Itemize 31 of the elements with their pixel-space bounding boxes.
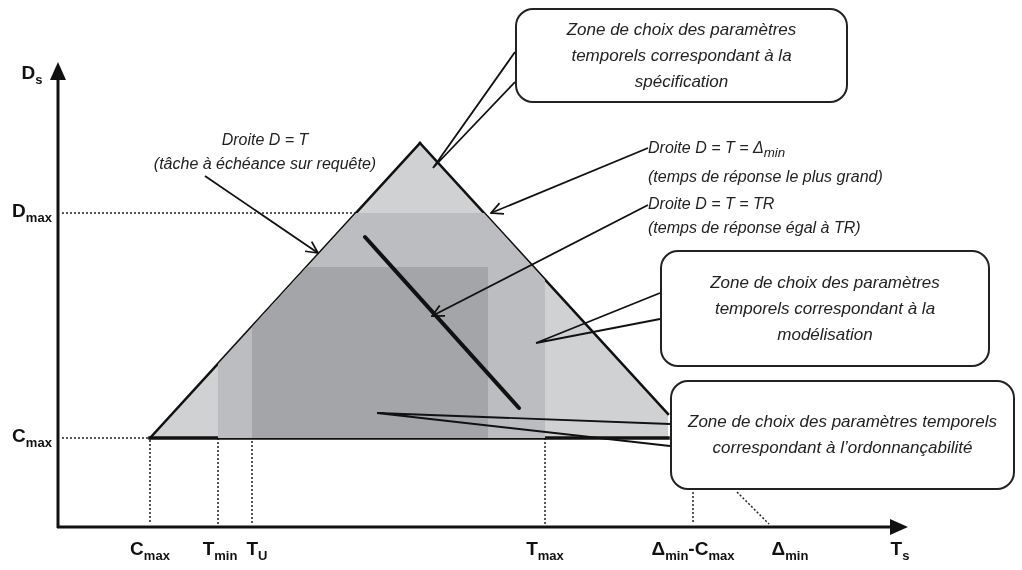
callout-bubble [670, 380, 1015, 490]
callout-text: Zone de choix des paramètres temporels correspondant à l’ordonnançabilité [686, 411, 998, 459]
axis-label: Δ$_{min}$-C$_{max}$ [651, 538, 735, 563]
annotation-text: Droite D = T [220, 130, 310, 150]
axis-label: C$_{max}$ [12, 425, 52, 450]
axis-label: T$_{min}$ [202, 538, 238, 563]
annotation-text: (tâche à échéance sur requête) [152, 154, 378, 174]
leader-arrow [431, 204, 649, 317]
callout-tail [432, 51, 516, 169]
annotation-text: Droite D = T = TR [648, 194, 776, 214]
callout-bubble [515, 8, 848, 103]
callout-text: Zone de choix des paramètres temporels correspondant à la modélisation [709, 271, 941, 346]
annotation-text: (temps de réponse égal à TR) [648, 218, 861, 238]
modelling-zone [218, 213, 545, 438]
annotation-text: (temps de réponse le plus grand) [648, 167, 883, 188]
callout-tail [376, 412, 671, 447]
leader-arrow [490, 147, 649, 215]
callout-tail [535, 292, 661, 344]
axis-label: T$_{U}$ [246, 538, 268, 563]
axis-label: T$_{s}$ [890, 538, 910, 563]
annotation-text: Droite D = T = Δ$_{min}$ [648, 138, 787, 163]
scheduling-zone [252, 267, 488, 438]
leader-arrow [204, 175, 319, 254]
callout-bubble [660, 250, 990, 367]
axis-label: C$_{max}$ [130, 538, 170, 563]
axis-label: D$_{s}$ [21, 62, 43, 87]
callout-text: Zone de choix des paramètres temporels correspondant à la spécification [565, 18, 798, 93]
axis-label: T$_{max}$ [526, 538, 564, 563]
axis-label: D$_{max}$ [12, 200, 52, 225]
axis-label: Δ$_{min}$ [771, 538, 809, 563]
response-time-line [363, 235, 521, 410]
